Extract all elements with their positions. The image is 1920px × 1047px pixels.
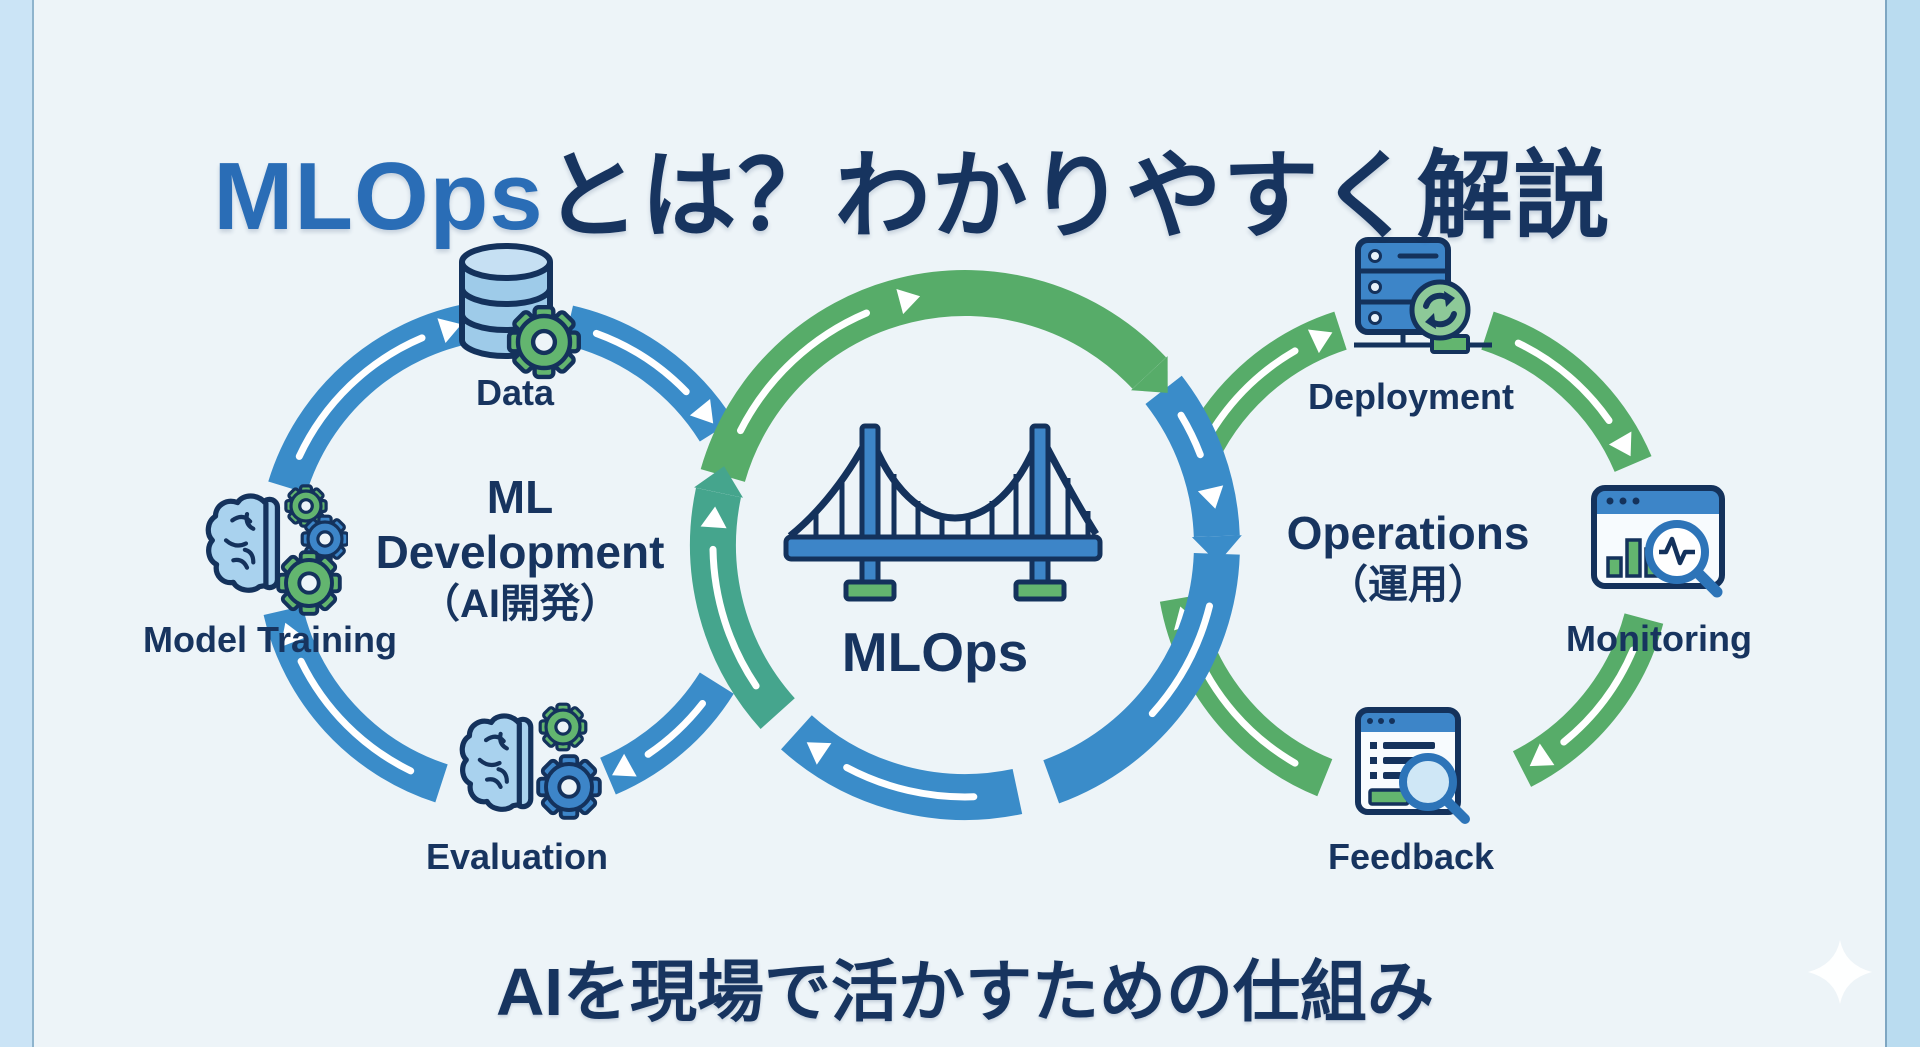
heading-line: （AI開発）: [419, 582, 620, 627]
gear-icon: [536, 754, 602, 820]
server-sync-icon: [1348, 232, 1498, 372]
gear-icon: [538, 702, 588, 752]
feedback-label: Feedback: [1327, 836, 1495, 877]
brain-icon: [208, 496, 277, 590]
sync-badge-icon: [1409, 279, 1471, 341]
browser-dot: [1389, 718, 1395, 724]
deployment-label: Deployment: [1307, 376, 1515, 417]
browser-dot: [1367, 718, 1373, 724]
browser-frame: [1355, 707, 1461, 815]
gear-icon: [276, 550, 342, 616]
mlops-label: MLOps: [841, 621, 1029, 683]
database-icon: [448, 230, 584, 395]
browser-dot: [1632, 497, 1640, 505]
browser-frame: [1591, 485, 1725, 589]
browser-header: [1594, 488, 1722, 514]
ml-development-heading: ML Development （AI開発）: [376, 470, 665, 628]
server-led: [1368, 249, 1382, 263]
model-training-icon: [203, 477, 350, 622]
model-training-label: Model Training: [142, 619, 398, 660]
bridge-deck: [783, 534, 1103, 562]
right-edge-strip: [1885, 0, 1920, 1047]
operations-heading: Operations （運用）: [1287, 506, 1530, 609]
evaluation-icon: [455, 695, 605, 840]
heading-line: Operations: [1286, 507, 1530, 559]
data-label: Data: [475, 372, 555, 413]
chart-bar: [1625, 538, 1642, 578]
page-title: MLOpsとは？わかりやすく解説: [0, 118, 1824, 257]
heading-line: ML: [486, 471, 554, 523]
server-led: [1368, 280, 1382, 294]
gear-icon: [300, 514, 350, 564]
magnifier-handle: [1692, 567, 1723, 598]
heading-line: Development: [375, 526, 665, 579]
bridge-base: [843, 579, 897, 602]
bridge-base: [1013, 579, 1067, 602]
gear-icon: [284, 484, 328, 528]
title-rest: とは？わかりやすく解説: [543, 143, 1611, 251]
left-edge-strip: [0, 0, 34, 1047]
footer-tagline: AIを現場で活かすための仕組み: [496, 955, 1434, 1030]
evaluation-label: Evaluation: [425, 836, 609, 877]
bridge-hangers: [813, 474, 1091, 537]
browser-dot: [1606, 497, 1614, 505]
title-brand: MLOps: [213, 143, 544, 251]
brain-icon: [462, 716, 530, 809]
report-search-icon: [1350, 698, 1490, 853]
browser-dot: [1619, 497, 1627, 505]
monitoring-label: Monitoring: [1566, 618, 1752, 659]
browser-dot: [1378, 718, 1384, 724]
browser-header: [1358, 710, 1458, 732]
heading-line: （運用）: [1327, 563, 1488, 608]
gear-icon: [506, 305, 581, 380]
sparkle-icon: [1806, 938, 1874, 1011]
server-led: [1368, 311, 1382, 325]
dashboard-search-icon: [1580, 470, 1750, 635]
suspension-bridge-icon: [782, 416, 1104, 626]
pulse-line: [1659, 536, 1695, 566]
magnifier-handle: [1442, 796, 1470, 824]
magnifier-lens: [1399, 753, 1457, 811]
chart-bar: [1606, 556, 1623, 578]
